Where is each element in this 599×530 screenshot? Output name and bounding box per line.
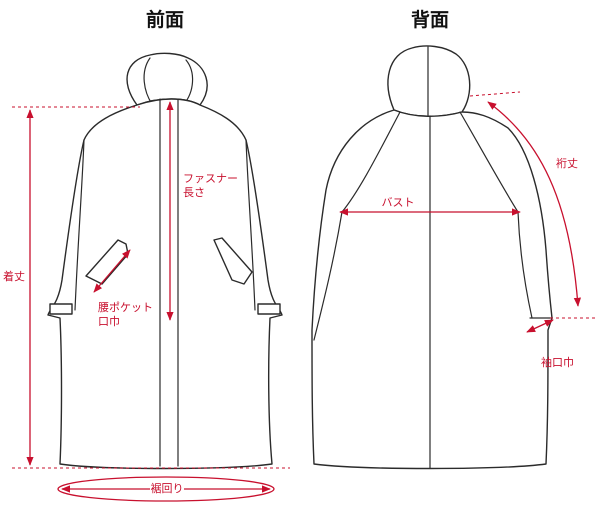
back-hood — [387, 45, 471, 117]
front-cuff-tab-left — [49, 303, 73, 315]
back-raglan-left — [341, 111, 401, 213]
back-sleeve-inner-left — [313, 211, 343, 341]
sleeve-length-arrow — [487, 101, 582, 307]
measurements: 着丈 ファスナー 長さ 腰ポケット 口巾 裾回り バスト 裄丈 袖口巾 — [3, 91, 596, 502]
front-sleeve-seam-left — [74, 139, 85, 311]
length-label: 着丈 — [3, 269, 25, 283]
cuff-arrow — [526, 319, 554, 333]
hem-ellipse — [57, 476, 275, 502]
front-cuff-tab-right — [257, 303, 281, 315]
front-coat — [47, 52, 283, 470]
front-sleeve-seam-right — [245, 139, 256, 311]
hem-label-backdrop — [150, 481, 184, 495]
pocket-label-line2: 口巾 — [98, 314, 120, 328]
front-pocket-right — [213, 237, 253, 285]
zipper-label-line2: 長さ — [183, 186, 205, 199]
back-body — [311, 109, 553, 470]
pocket-label-line1: 腰ポケット — [98, 301, 153, 314]
front-view-title: 前面 — [146, 8, 184, 31]
back-coat — [311, 45, 553, 470]
pocket-arrow — [93, 249, 131, 293]
sleeve-guide-top — [469, 91, 521, 97]
cuff-label: 袖口巾 — [541, 355, 574, 369]
bust-label: バスト — [382, 196, 415, 209]
back-view-title: 背面 — [411, 8, 449, 31]
sleeve-length-label: 裄丈 — [556, 157, 578, 170]
zipper-label-line1: ファスナー — [183, 172, 238, 185]
front-hood — [126, 52, 208, 106]
hem-label: 裾回り — [151, 481, 184, 495]
